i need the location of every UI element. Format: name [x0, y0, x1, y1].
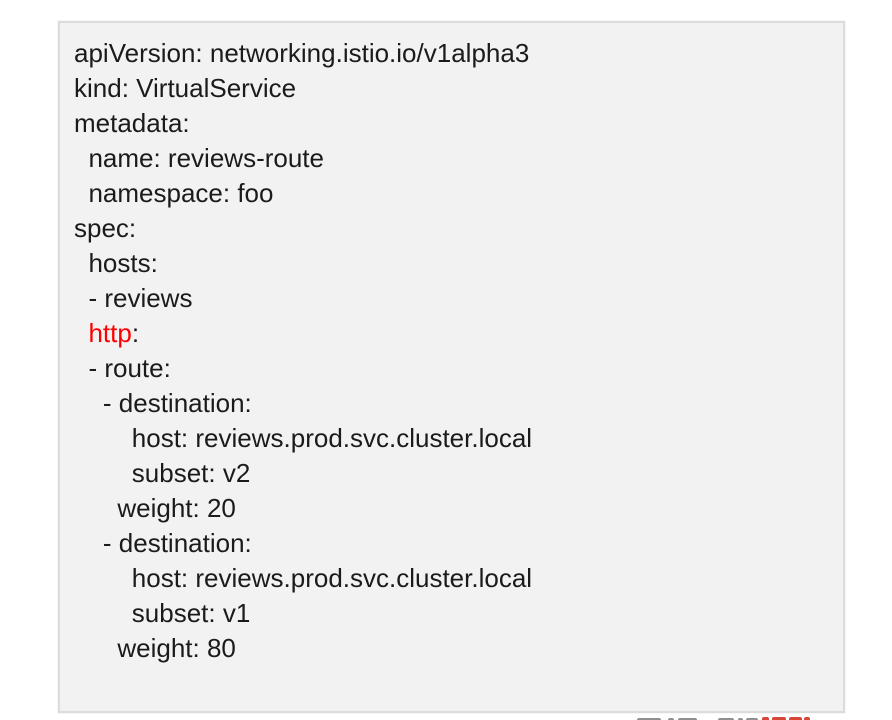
watermark-text-fragment	[678, 718, 697, 720]
yaml-text: weight: 80	[74, 633, 236, 663]
code-line: host: reviews.prod.svc.cluster.local	[74, 561, 843, 596]
yaml-text: subset: v1	[74, 598, 251, 628]
yaml-text: host: reviews.prod.svc.cluster.local	[74, 423, 533, 453]
yaml-text: - route:	[74, 353, 171, 383]
code-line: - destination:	[74, 386, 843, 421]
yaml-text: weight: 20	[74, 493, 236, 523]
code-line: http:	[74, 316, 843, 351]
code-line: weight: 80	[74, 631, 843, 666]
watermark-text-fragment	[718, 718, 734, 720]
cut-off-watermark	[0, 714, 892, 720]
yaml-text: - destination:	[74, 388, 252, 418]
code-line: apiVersion: networking.istio.io/v1alpha3	[74, 36, 843, 71]
yaml-highlighted-key: http	[88, 318, 132, 348]
code-block: apiVersion: networking.istio.io/v1alpha3…	[60, 23, 843, 666]
watermark-logo-fragment	[789, 717, 802, 720]
code-line: hosts:	[74, 246, 843, 281]
watermark-logo-fragment	[804, 717, 810, 720]
code-line: subset: v1	[74, 596, 843, 631]
code-line: kind: VirtualService	[74, 71, 843, 106]
yaml-text: metadata:	[74, 108, 190, 138]
yaml-text: subset: v2	[74, 458, 251, 488]
watermark-text-fragment	[668, 718, 674, 720]
watermark-text-fragment	[637, 718, 661, 720]
code-line: namespace: foo	[74, 176, 843, 211]
watermark-logo-fragment	[762, 717, 769, 720]
yaml-text: namespace: foo	[74, 178, 274, 208]
yaml-text: - reviews	[74, 283, 193, 313]
yaml-text: :	[131, 318, 140, 348]
code-line: - route:	[74, 351, 843, 386]
yaml-text: - destination:	[74, 528, 252, 558]
yaml-text: host: reviews.prod.svc.cluster.local	[74, 563, 533, 593]
watermark-text-fragment	[738, 718, 743, 720]
yaml-text: apiVersion: networking.istio.io/v1alpha3	[74, 38, 530, 68]
yaml-text	[74, 318, 88, 348]
code-line: weight: 20	[74, 491, 843, 526]
code-line: spec:	[74, 211, 843, 246]
yaml-text: spec:	[74, 213, 137, 243]
yaml-text: hosts:	[74, 248, 158, 278]
watermark-text-fragment	[746, 718, 758, 720]
code-line: host: reviews.prod.svc.cluster.local	[74, 421, 843, 456]
code-line: - destination:	[74, 526, 843, 561]
watermark-logo-fragment	[772, 717, 786, 720]
code-line: - reviews	[74, 281, 843, 316]
code-line: subset: v2	[74, 456, 843, 491]
yaml-text: kind: VirtualService	[74, 73, 297, 103]
code-line: metadata:	[74, 106, 843, 141]
code-line: name: reviews-route	[74, 141, 843, 176]
yaml-code-panel: apiVersion: networking.istio.io/v1alpha3…	[58, 21, 845, 713]
yaml-text: name: reviews-route	[74, 143, 324, 173]
